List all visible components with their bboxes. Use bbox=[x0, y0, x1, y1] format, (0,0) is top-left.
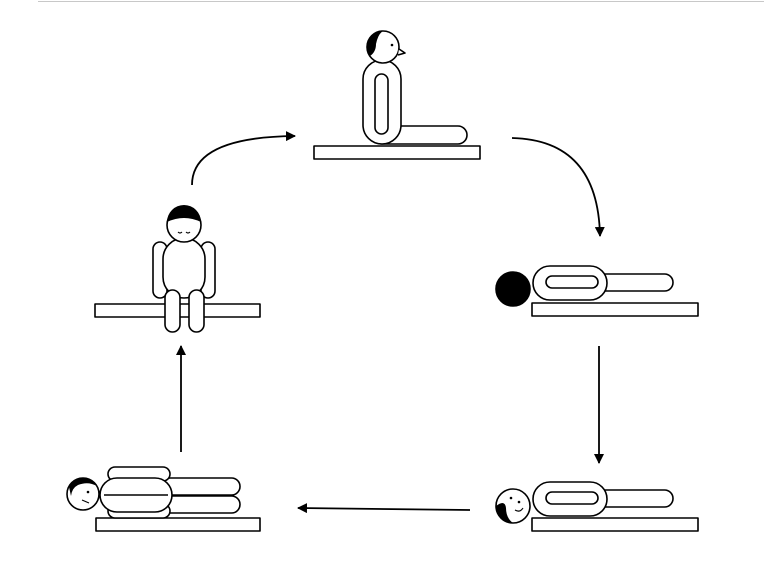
figure-sitting-legs-extended bbox=[313, 30, 481, 160]
head bbox=[495, 271, 531, 307]
top-divider bbox=[38, 1, 764, 2]
eye bbox=[517, 500, 521, 504]
arrow-face-to-side bbox=[297, 503, 471, 514]
nose bbox=[397, 48, 406, 56]
table-4 bbox=[95, 517, 261, 532]
eye bbox=[509, 496, 513, 500]
figure-lying-on-side bbox=[66, 466, 261, 532]
hair bbox=[496, 502, 513, 523]
eye bbox=[390, 43, 394, 47]
arrow-sitting-to-supine bbox=[511, 137, 605, 237]
torso bbox=[162, 237, 206, 299]
hair bbox=[167, 205, 201, 222]
hair bbox=[367, 31, 383, 56]
leg-top bbox=[161, 477, 241, 496]
leg-right bbox=[188, 289, 205, 333]
eye-closed bbox=[177, 231, 183, 234]
figure-lying-supine bbox=[495, 265, 699, 317]
arrow-edge-to-sitting bbox=[191, 131, 296, 186]
table-1 bbox=[313, 145, 481, 160]
eye-closed bbox=[185, 231, 191, 234]
eye bbox=[86, 490, 90, 494]
mouth bbox=[81, 499, 90, 504]
table-3 bbox=[531, 517, 699, 532]
arm bbox=[374, 73, 389, 135]
leg-bottom bbox=[161, 495, 241, 514]
leg-left bbox=[164, 289, 181, 333]
arm bbox=[545, 491, 599, 505]
table-2 bbox=[531, 302, 699, 317]
mouth bbox=[514, 507, 524, 512]
arm bbox=[545, 275, 599, 289]
figure-lying-supine-face bbox=[495, 481, 699, 532]
hair bbox=[69, 478, 97, 496]
figure-sitting-on-edge bbox=[94, 205, 261, 333]
